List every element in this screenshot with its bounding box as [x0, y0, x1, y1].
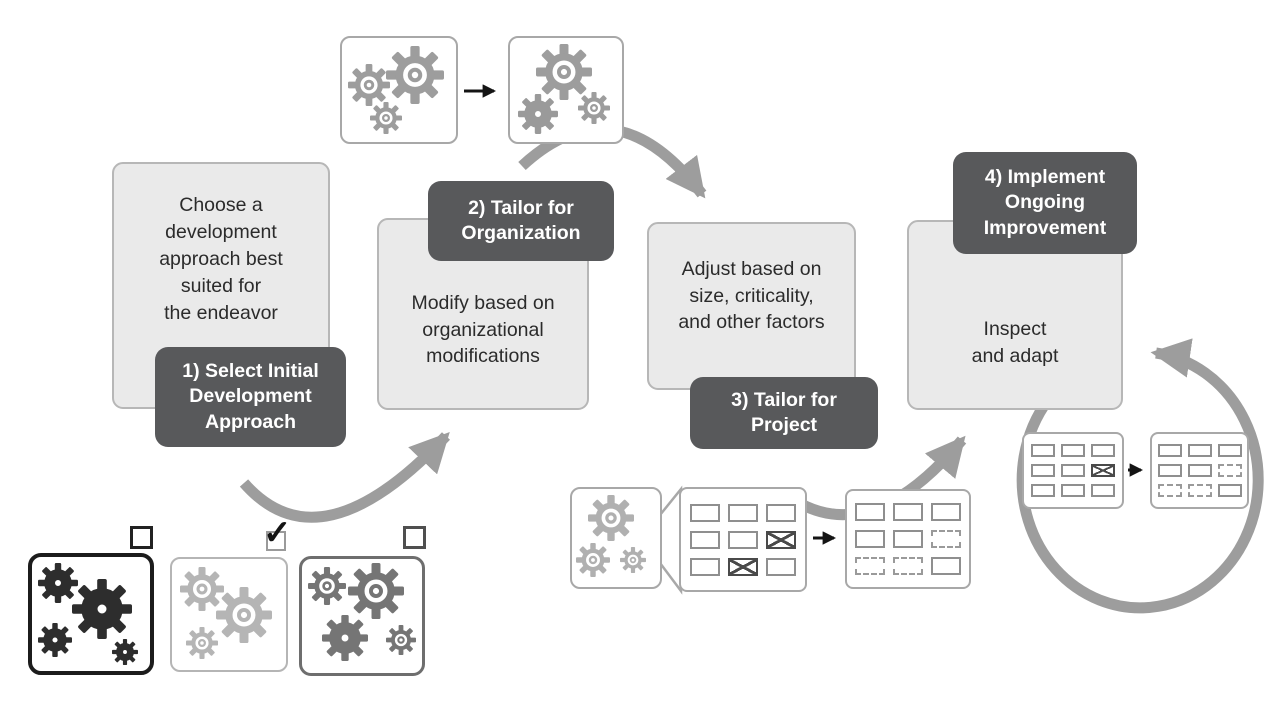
gear-icon — [348, 64, 390, 106]
gear-icon — [576, 543, 610, 577]
approach-checkbox-3 — [403, 526, 426, 549]
process-table-grid — [1024, 434, 1122, 507]
process-table-grid — [681, 489, 805, 590]
gear-icon — [370, 102, 402, 134]
gear-icon — [186, 627, 218, 659]
approach-option-3-gears-icon — [299, 556, 425, 676]
gear-icon — [308, 567, 346, 605]
improvement-table-before-icon — [1022, 432, 1124, 509]
gear-icon — [112, 639, 138, 665]
gear-icon — [322, 615, 368, 661]
step-1-description: Choose a development approach best suite… — [159, 194, 283, 324]
step-3-badge: 3) Tailor for Project — [690, 377, 878, 449]
step-4-badge: 4) Implement Ongoing Improvement — [953, 152, 1137, 254]
step-3-badge-label: 3) Tailor for Project — [731, 388, 837, 436]
approach-checkbox-2: ✓ — [263, 516, 292, 551]
project-process-table-before-icon — [679, 487, 807, 592]
step-2-description: Modify based on organizational modificat… — [411, 291, 555, 368]
flow-arrow-step1-to-step2 — [239, 431, 451, 523]
approach-option-1-gears-icon — [28, 553, 154, 675]
step-2-badge: 2) Tailor for Organization — [428, 181, 614, 261]
step-2-badge-label: 2) Tailor for Organization — [461, 196, 581, 244]
organization-gears-before-icon — [340, 36, 458, 144]
gear-icon — [38, 623, 72, 657]
project-gears-icon — [570, 487, 662, 589]
funnel-connector — [658, 485, 683, 595]
removed-process-cell — [728, 557, 758, 576]
project-process-table-after-icon — [845, 489, 971, 589]
gear-icon — [588, 495, 634, 541]
gear-icon — [386, 625, 416, 655]
gear-icon — [386, 46, 444, 104]
gear-icon — [348, 563, 404, 619]
step-1-badge-label: 1) Select Initial Development Approach — [182, 359, 319, 433]
removed-process-cell — [766, 530, 796, 549]
step-4-badge-label: 4) Implement Ongoing Improvement — [983, 165, 1107, 239]
check-mark: ✓ — [263, 514, 292, 552]
step-1-badge: 1) Select Initial Development Approach — [155, 347, 346, 447]
process-table-grid — [847, 491, 969, 587]
gear-icon — [578, 92, 610, 124]
approach-checkbox-1 — [130, 526, 153, 549]
improvement-table-after-icon — [1150, 432, 1249, 509]
gear-icon — [72, 579, 132, 639]
gear-icon — [620, 547, 646, 573]
gear-icon — [518, 94, 558, 134]
process-table-grid — [1152, 434, 1247, 507]
step-4-description: Inspect and adapt — [971, 318, 1059, 367]
removed-process-cell — [1091, 464, 1115, 477]
step-3-card: Adjust based on size, criticality, and o… — [647, 222, 856, 390]
approach-option-2-gears-icon — [170, 557, 288, 672]
organization-gears-after-icon — [508, 36, 624, 144]
gear-icon — [216, 587, 272, 643]
step-3-description: Adjust based on size, criticality, and o… — [678, 257, 825, 334]
